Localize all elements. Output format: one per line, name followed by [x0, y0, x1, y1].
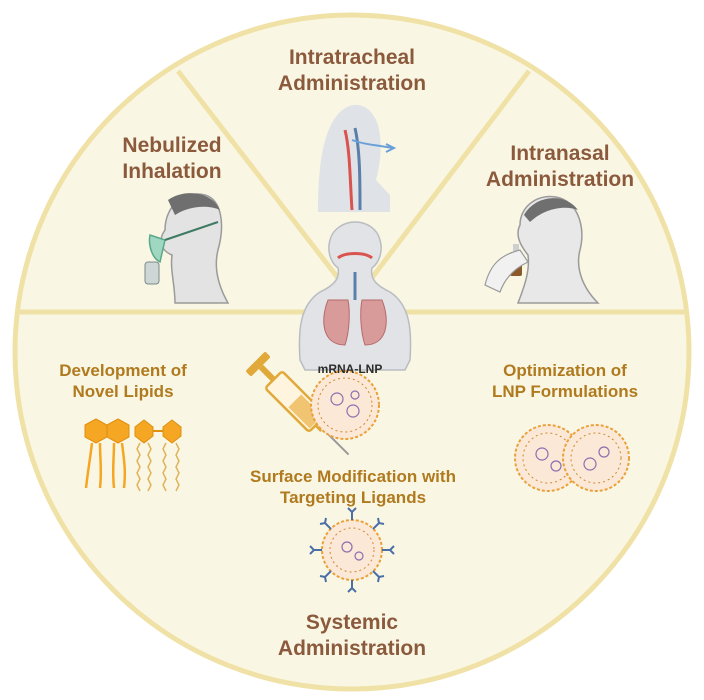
- systemic-title: Systemic Administration: [252, 610, 452, 661]
- formulations-title: Optimization of LNP Formulations: [470, 361, 660, 402]
- systemic-line1: Systemic: [305, 611, 399, 634]
- nebulizer-mask-person-icon: [144, 193, 230, 304]
- nasal-spray-person-icon: [484, 195, 600, 304]
- human-torso-lungs-icon: [298, 221, 412, 371]
- intranasal-title: Intranasal Administration: [460, 141, 660, 192]
- novel-lipids-title: Development of Novel Lipids: [38, 361, 208, 402]
- intratracheal-line2: Administration: [277, 71, 427, 95]
- mrna-lnp-label: mRNA-LNP: [317, 362, 383, 376]
- surface-modification-line2: Targeting Ligands: [279, 487, 427, 507]
- intranasal-line1: Intranasal: [510, 142, 610, 165]
- airway-cross-section-icon: [318, 104, 397, 212]
- novel-lipids-line2: Novel Lipids: [72, 381, 174, 401]
- ligand-nanoparticle-icon: [309, 507, 395, 593]
- formulations-line1: Optimization of: [503, 361, 627, 380]
- novel-lipids-line1: Development of: [59, 361, 187, 380]
- surface-modification-line1: Surface Modification with: [250, 467, 456, 486]
- intranasal-line2: Administration: [485, 167, 635, 191]
- systemic-line2: Administration: [277, 636, 427, 660]
- mrna-lnp-icon: [310, 370, 380, 440]
- nebulized-title: Nebulized Inhalation: [92, 133, 252, 184]
- lnp-pair-icon: [514, 424, 630, 492]
- intratracheal-title: Intratracheal Administration: [252, 45, 452, 96]
- surface-modification-title: Surface Modification with Targeting Liga…: [222, 467, 484, 508]
- nebulized-line2: Inhalation: [122, 159, 222, 183]
- intratracheal-line1: Intratracheal: [288, 46, 416, 69]
- formulations-line2: LNP Formulations: [491, 381, 639, 401]
- lipid-molecules-icon: [84, 418, 182, 492]
- nebulized-line1: Nebulized: [122, 134, 222, 157]
